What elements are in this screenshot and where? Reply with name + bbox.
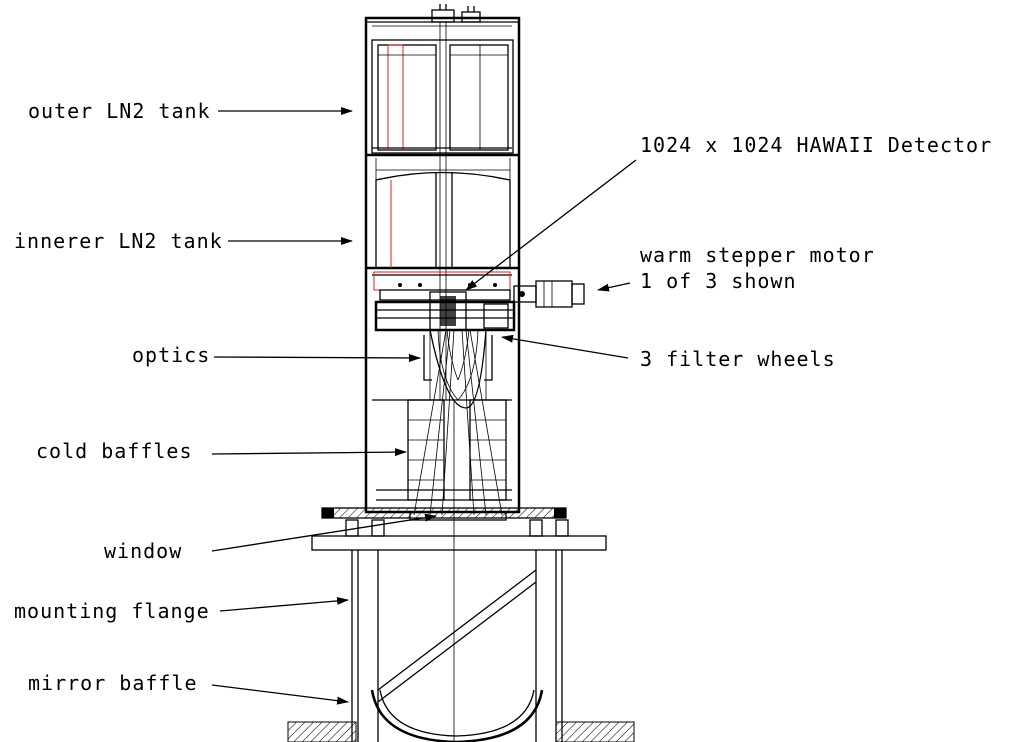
label-cold-baffles: cold baffles: [36, 439, 193, 463]
outer-tank-internals: [372, 44, 512, 151]
optics: [423, 329, 493, 409]
leader-optics: [213, 353, 421, 362]
label-motor-line2: 1 of 3 shown: [640, 269, 797, 293]
cold-baffles: [376, 329, 512, 516]
label-optics: optics: [132, 343, 210, 367]
leader-motor: [597, 282, 631, 292]
leader-mounting-flange: [219, 596, 349, 612]
leader-cold-baffles: [211, 448, 407, 457]
label-mounting-flange: mounting flange: [14, 599, 210, 623]
label-outer-tank: outer LN2 tank: [28, 99, 211, 123]
leader-filter-wheels: [501, 334, 629, 359]
mirror-baffle: [287, 689, 635, 742]
inner-tank: [375, 158, 511, 269]
label-mirror-baffle: mirror baffle: [28, 671, 198, 695]
dewar-housing: [364, 16, 521, 514]
filter-wheel-assembly: [373, 271, 516, 332]
label-inner-tank: innerer LN2 tank: [14, 229, 223, 253]
label-motor-line1: warm stepper motor: [640, 243, 875, 267]
label-window: window: [104, 539, 182, 563]
leader-window: [211, 513, 437, 552]
base-plate: [311, 400, 607, 742]
feedthrough: [431, 4, 481, 400]
leader-detector: [465, 159, 637, 291]
label-detector: 1024 x 1024 HAWAII Detector: [640, 133, 992, 157]
leader-lines: [211, 107, 637, 705]
mounting-flange: [345, 519, 569, 742]
leader-mirror-baffle: [211, 684, 349, 705]
label-filter-wheels: 3 filter wheels: [640, 347, 836, 371]
stepper-motor: [513, 280, 585, 308]
